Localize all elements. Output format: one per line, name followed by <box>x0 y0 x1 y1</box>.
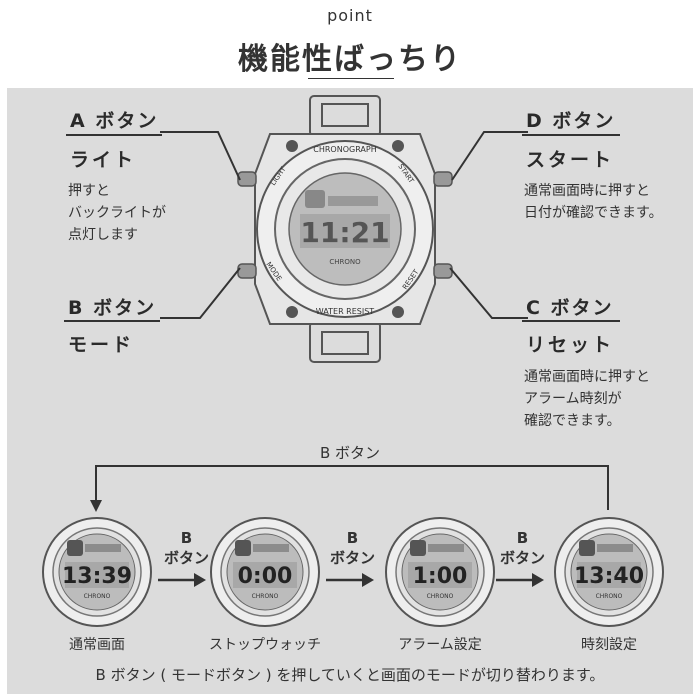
mode-label-3: アラーム設定 <box>398 637 482 653</box>
button-a-desc-1: 押すと <box>68 183 110 199</box>
arrow-label-3: B ボタン <box>500 528 545 568</box>
watch-illustration: CHRONOGRAPH WATER RESIST LIGHT MODE STAR… <box>237 95 453 363</box>
mode-watch-brand: CHRONO <box>427 593 454 600</box>
cycle-loop-arrow <box>90 465 609 512</box>
button-c-heading: C ボタン <box>526 297 614 319</box>
button-d-desc-1: 通常画面時に押すと <box>524 183 650 199</box>
bezel-top-text: CHRONOGRAPH <box>313 145 376 154</box>
arrow-label-2-line2: ボタン <box>330 549 376 567</box>
title-underline <box>308 78 394 79</box>
mode-watch-brand: CHRONO <box>596 593 623 600</box>
mode-watch-brand: CHRONO <box>84 593 111 600</box>
button-c-name: リセット <box>526 334 615 356</box>
button-a-name: ライト <box>70 149 137 171</box>
button-b-rule <box>64 320 160 322</box>
page-title: 機能性ばっちり <box>238 42 462 77</box>
section-label: point <box>327 6 373 25</box>
button-d-rule <box>522 134 620 136</box>
arrow-label-2: B ボタン <box>330 528 375 568</box>
watch-button-a <box>237 171 257 187</box>
mode-watch-time: 13:40 <box>574 564 644 589</box>
mode-label-4: 時刻設定 <box>581 637 637 653</box>
button-a-heading: A ボタン <box>70 110 159 132</box>
button-c-rule <box>522 320 620 322</box>
button-c-desc-3: 確認できます。 <box>524 413 621 429</box>
watch-brand-text: CHRONO <box>329 258 361 266</box>
button-c-desc-1: 通常画面時に押すと <box>524 369 650 385</box>
arrow-label-3-line1: B <box>516 529 529 547</box>
arrow-label-1-line1: B <box>180 529 193 547</box>
watch-display-time: 11:21 <box>300 216 389 249</box>
mode-arrows <box>158 573 544 587</box>
arrow-label-3-line2: ボタン <box>500 549 546 567</box>
button-c-desc-2: アラーム時刻が <box>524 391 622 407</box>
mode-watch-time: 1:00 <box>413 564 468 589</box>
footer-note: B ボタン ( モードボタン ) を押していくと画面のモードが切り替わります。 <box>95 666 605 684</box>
mode-label-1: 通常画面 <box>69 637 125 653</box>
button-d-desc-2: 日付が確認できます。 <box>524 205 663 221</box>
button-b-name: モード <box>68 334 135 356</box>
button-a-rule <box>66 134 162 136</box>
button-a-desc-2: バックライトが <box>68 205 166 221</box>
arrow-label-1-line2: ボタン <box>164 549 210 567</box>
button-d-name: スタート <box>526 149 615 171</box>
arrow-label-2-line1: B <box>346 529 359 547</box>
button-d-heading: D ボタン <box>526 110 616 132</box>
mode-watch-brand: CHRONO <box>252 593 279 600</box>
mode-watch-time: 0:00 <box>238 564 293 589</box>
arrow-label-1: B ボタン <box>164 528 209 568</box>
cycle-loop-label: B ボタン <box>320 444 381 462</box>
button-a-desc-3: 点灯します <box>68 227 138 243</box>
leader-lines <box>160 131 528 319</box>
mode-label-2: ストップウォッチ <box>209 637 321 653</box>
mode-watch-time: 13:39 <box>62 564 132 589</box>
button-b-heading: B ボタン <box>68 297 157 319</box>
bezel-bottom-text: WATER RESIST <box>316 307 374 316</box>
